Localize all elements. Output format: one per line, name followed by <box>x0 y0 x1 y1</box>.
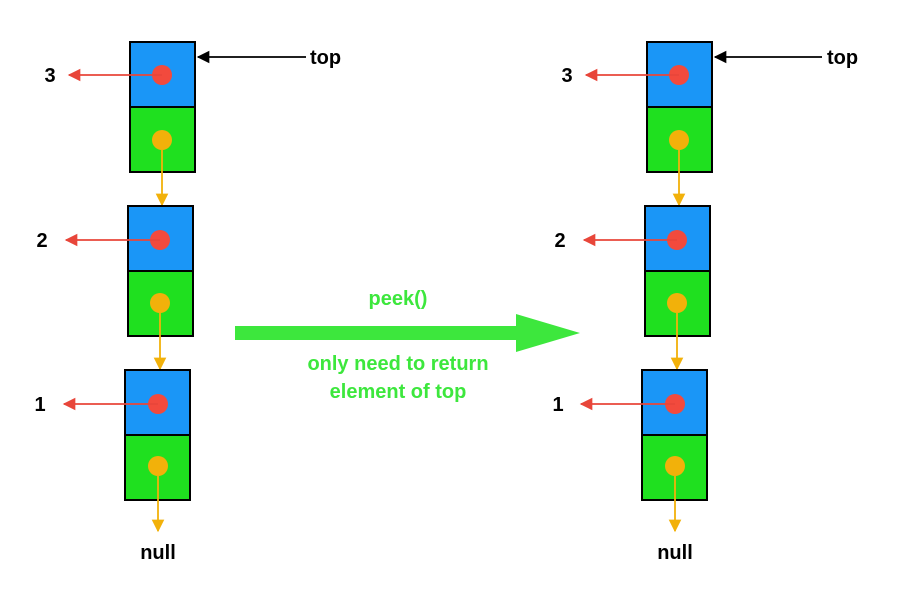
operation-description-line1: only need to return <box>307 353 488 375</box>
stack-node: 2 <box>36 205 194 371</box>
null-label: null <box>140 542 176 564</box>
top-label: top <box>827 47 858 69</box>
stack-node: 1 <box>34 369 191 533</box>
node-value-label: 3 <box>561 65 572 87</box>
stack-node: 3 <box>44 41 196 207</box>
top-label: top <box>310 47 341 69</box>
operation-name: peek() <box>369 288 428 310</box>
operation-description-line2: element of top <box>330 381 467 403</box>
next-dot <box>667 293 687 313</box>
stack-node: 2 <box>554 205 711 371</box>
stack-after: top 3 2 1 <box>552 41 858 564</box>
null-label: null <box>657 542 693 564</box>
node-value-label: 2 <box>36 230 47 252</box>
next-dot <box>148 456 168 476</box>
node-value-label: 2 <box>554 230 565 252</box>
node-value-label: 1 <box>552 394 563 416</box>
next-dot <box>665 456 685 476</box>
stack-before: top 3 2 1 <box>34 41 341 564</box>
stack-node: 3 <box>561 41 713 207</box>
operation-arrow <box>235 314 580 352</box>
node-value-label: 1 <box>34 394 45 416</box>
next-dot <box>152 130 172 150</box>
stack-node: 1 <box>552 369 708 533</box>
node-value-label: 3 <box>44 65 55 87</box>
operation-arrow-group: peek() only need to return element of to… <box>235 288 580 403</box>
next-dot <box>669 130 689 150</box>
next-dot <box>150 293 170 313</box>
